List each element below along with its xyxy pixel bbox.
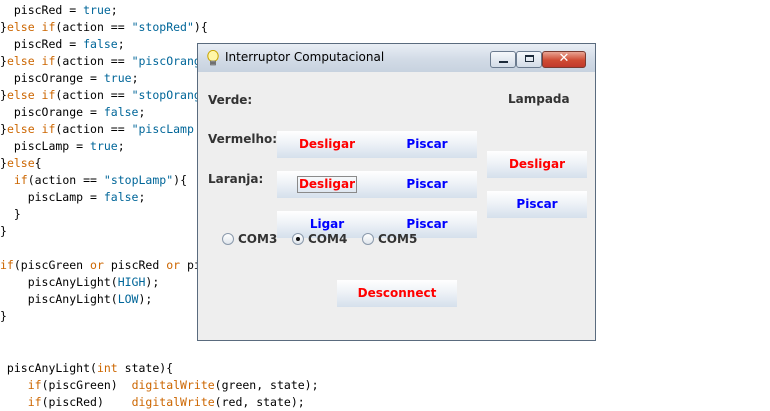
- laranja-ligar-button[interactable]: Ligar: [277, 211, 377, 238]
- code-line: }: [0, 309, 7, 323]
- label-lampada: Lampada: [508, 92, 570, 106]
- code-line: if(piscGreen or piscRed or pi: [0, 258, 201, 272]
- com4-radio[interactable]: COM4: [292, 232, 352, 248]
- disconnect-button[interactable]: Desconnect: [337, 280, 457, 307]
- label-verde: Verde:: [208, 93, 253, 107]
- code-line: if(piscGreen) digitalWrite(green, state)…: [27, 378, 319, 392]
- close-icon: ✕: [558, 51, 570, 66]
- com4-label: COM4: [308, 232, 348, 246]
- code-line: piscRed = false;: [0, 37, 125, 51]
- code-line: }else{: [0, 156, 42, 170]
- radio-circle: [292, 233, 304, 245]
- laranja-piscar-button[interactable]: Piscar: [377, 211, 477, 238]
- com5-radio[interactable]: COM5: [362, 232, 422, 248]
- minimize-button[interactable]: [490, 51, 516, 68]
- radio-circle: [222, 233, 234, 245]
- window-title: Interruptor Computacional: [225, 50, 385, 64]
- title-bar[interactable]: Interruptor Computacional ✕: [198, 44, 595, 72]
- com5-label: COM5: [378, 232, 418, 246]
- lampada-piscar-button[interactable]: Piscar: [487, 191, 587, 218]
- code-line: }else if(action == "stopRed"){: [0, 20, 208, 34]
- code-line: piscAnyLight(HIGH);: [0, 275, 160, 289]
- code-line: piscAnyLight(int state){: [0, 361, 174, 375]
- code-line: piscLamp = true;: [0, 139, 125, 153]
- code-line: }: [0, 224, 7, 238]
- verde-desligar-button[interactable]: Desligar: [277, 131, 377, 158]
- verde-piscar-button[interactable]: Piscar: [377, 131, 477, 158]
- vermelho-piscar-button[interactable]: Piscar: [377, 171, 477, 198]
- interruptor-window: Interruptor Computacional ✕ Verde: Verme…: [197, 43, 596, 341]
- label-vermelho: Vermelho:: [208, 132, 278, 146]
- control-panel: Verde: Vermelho: Laranja: Lampada Deslig…: [206, 72, 587, 333]
- close-button[interactable]: ✕: [542, 51, 586, 68]
- lightbulb-icon: [207, 50, 219, 66]
- vermelho-desligar-button[interactable]: Desligar: [277, 171, 377, 198]
- maximize-icon: [525, 55, 534, 62]
- code-line: }else if(action == "stopOrang: [0, 88, 201, 102]
- code-line: piscLamp = false;: [0, 190, 146, 204]
- code-line: }else if(action == "piscLamp: [0, 122, 194, 136]
- maximize-button[interactable]: [516, 51, 542, 68]
- code-line: piscRed = true;: [0, 3, 118, 17]
- code-line: piscAnyLight(LOW);: [0, 292, 153, 306]
- code-line: piscOrange = true;: [0, 71, 139, 85]
- code-line: }else if(action == "piscOrang: [0, 54, 201, 68]
- radio-selected-dot: [296, 237, 300, 241]
- code-line: if(action == "stopLamp"){: [13, 173, 187, 187]
- label-laranja: Laranja:: [208, 172, 264, 186]
- minimize-icon: [499, 61, 508, 63]
- lampada-desligar-button[interactable]: Desligar: [487, 151, 587, 178]
- com3-radio[interactable]: COM3: [222, 232, 282, 248]
- com3-label: COM3: [238, 232, 278, 246]
- radio-circle: [362, 233, 374, 245]
- code-line: }: [0, 207, 21, 221]
- code-line: piscOrange = false;: [0, 105, 146, 119]
- code-line: if(piscRed) digitalWrite(red, state);: [27, 395, 305, 409]
